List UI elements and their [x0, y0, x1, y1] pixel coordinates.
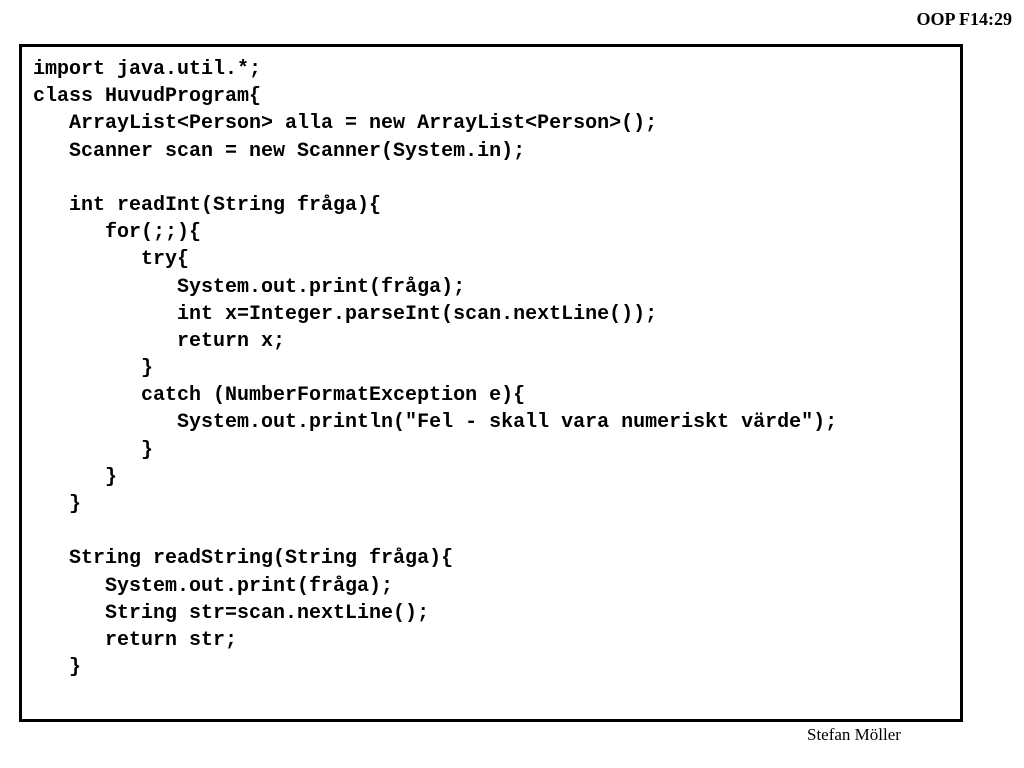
- code-line: int x=Integer.parseInt(scan.nextLine());: [33, 302, 658, 326]
- code-line: }: [33, 465, 118, 489]
- code-line: Scanner scan = new Scanner(System.in);: [33, 139, 526, 163]
- code-line: String readString(String fråga){: [33, 547, 454, 571]
- code-line: class HuvudProgram{: [33, 85, 262, 109]
- code-line: [33, 165, 837, 192]
- code-line: System.out.print(fråga);: [33, 574, 394, 598]
- code-line: return str;: [33, 628, 238, 652]
- code-line: }: [33, 493, 82, 516]
- code-line: try{: [33, 248, 190, 272]
- code-line: catch (NumberFormatException e){: [33, 384, 526, 408]
- code-line: String str=scan.nextLine();: [33, 601, 430, 625]
- code-line: }: [33, 656, 82, 680]
- code-line: [33, 518, 837, 545]
- code-line: System.out.print(fråga);: [33, 275, 466, 299]
- code-line: ArrayList<Person> alla = new ArrayList<P…: [33, 112, 658, 136]
- code-line: }: [33, 438, 154, 462]
- code-line: System.out.println("Fel - skall vara num…: [33, 411, 838, 435]
- code-line: }: [33, 357, 154, 381]
- slide-number: OOP F14:29: [916, 9, 1013, 29]
- author-name: Stefan Möller: [807, 725, 901, 744]
- code-line: for(;;){: [33, 221, 202, 245]
- code-panel: import java.util.*; class HuvudProgram{ …: [19, 44, 963, 722]
- code-line: int readInt(String fråga){: [33, 193, 382, 217]
- code-line: return x;: [33, 329, 286, 353]
- code-line: import java.util.*;: [33, 58, 262, 81]
- code-block: import java.util.*; class HuvudProgram{ …: [33, 56, 837, 681]
